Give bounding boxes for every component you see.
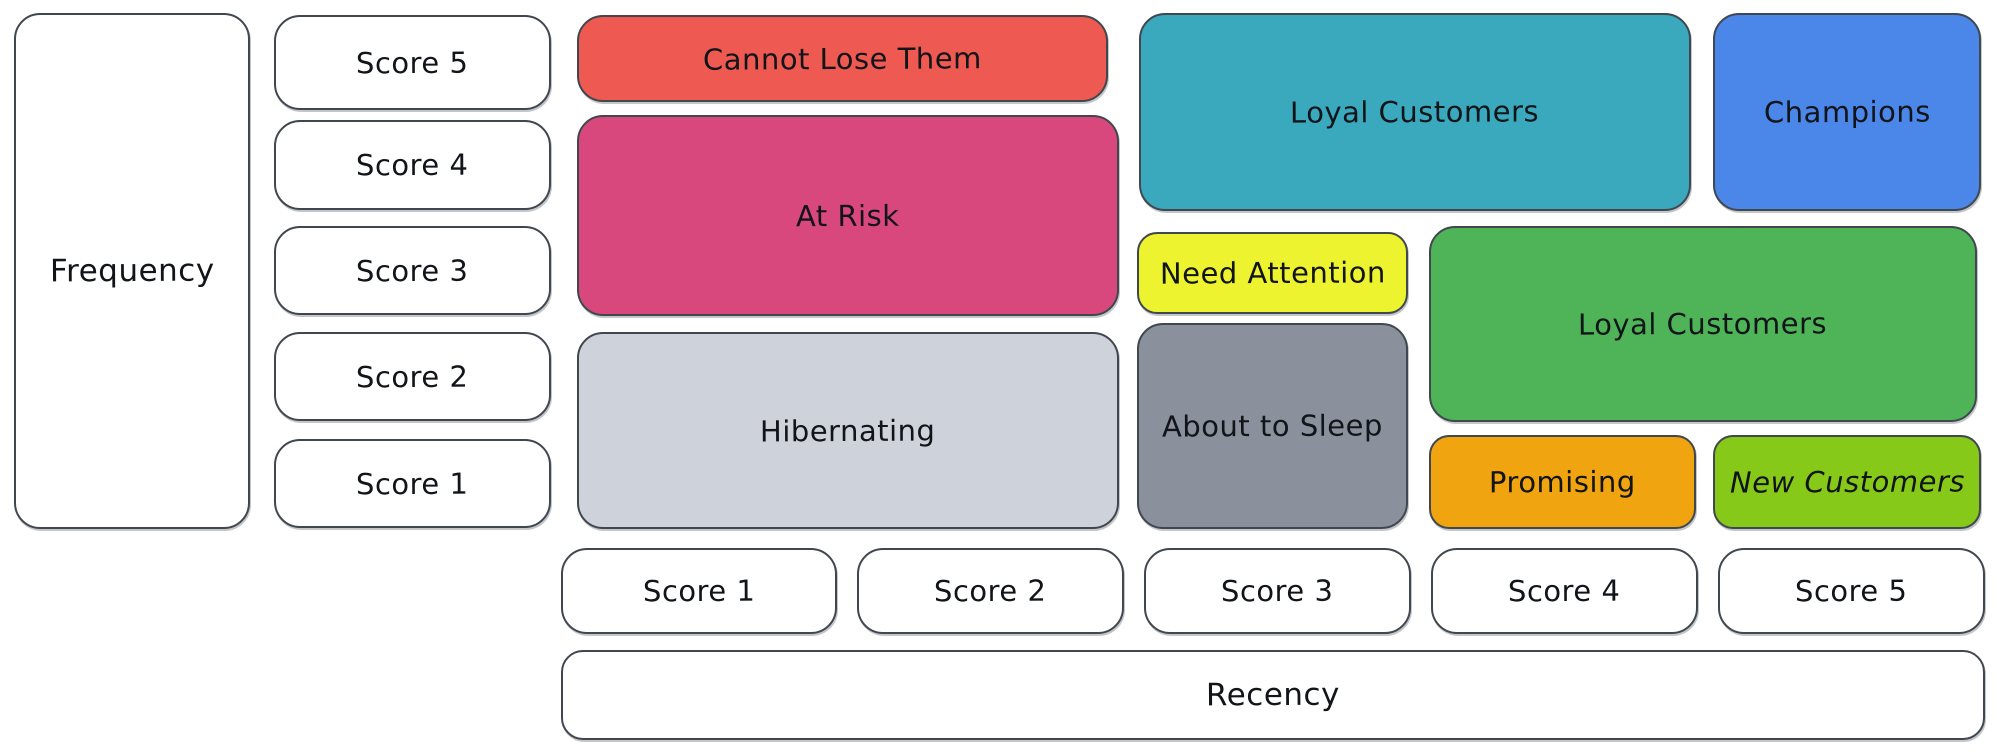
segment-loyal-customers-top-label: Loyal Customers xyxy=(1290,94,1540,130)
y-axis-score-5: Score 5 xyxy=(274,15,551,110)
segment-champions: Champions xyxy=(1713,13,1981,211)
y-axis-title-box: Frequency xyxy=(14,13,250,529)
x-axis-score-5-label: Score 5 xyxy=(1795,573,1908,609)
y-axis-score-3: Score 3 xyxy=(274,226,551,315)
segment-promising-label: Promising xyxy=(1489,464,1636,500)
segment-loyal-customers-mid-label: Loyal Customers xyxy=(1578,306,1828,342)
segment-new-customers: New Customers xyxy=(1713,435,1981,529)
segment-need-attention-label: Need Attention xyxy=(1159,255,1386,291)
segment-about-to-sleep-label: About to Sleep xyxy=(1161,408,1384,444)
segment-at-risk-label: At Risk xyxy=(796,198,900,233)
segment-cannot-lose-them-label: Cannot Lose Them xyxy=(702,40,983,77)
segment-new-customers-label: New Customers xyxy=(1729,464,1965,500)
segment-champions-label: Champions xyxy=(1763,94,1931,130)
x-axis-score-3-label: Score 3 xyxy=(1221,573,1334,609)
segment-loyal-customers-top: Loyal Customers xyxy=(1139,13,1691,211)
x-axis-score-4-label: Score 4 xyxy=(1508,573,1621,609)
segment-about-to-sleep: About to Sleep xyxy=(1137,323,1408,529)
x-axis-title-box: Recency xyxy=(561,650,1985,740)
x-axis-score-1: Score 1 xyxy=(561,548,837,634)
y-axis-score-2: Score 2 xyxy=(274,332,551,421)
x-axis-score-4: Score 4 xyxy=(1431,548,1698,634)
segment-cannot-lose-them: Cannot Lose Them xyxy=(577,15,1108,102)
segment-need-attention: Need Attention xyxy=(1137,232,1408,314)
segment-at-risk: At Risk xyxy=(577,115,1119,316)
y-axis-score-3-label: Score 3 xyxy=(356,253,469,288)
segment-hibernating-label: Hibernating xyxy=(760,413,936,448)
x-axis-score-2-label: Score 2 xyxy=(934,573,1047,609)
y-axis-score-5-label: Score 5 xyxy=(356,45,469,80)
segment-hibernating: Hibernating xyxy=(577,332,1119,529)
y-axis-score-4: Score 4 xyxy=(274,120,551,210)
x-axis-score-1-label: Score 1 xyxy=(642,573,756,609)
segment-loyal-customers-mid: Loyal Customers xyxy=(1429,226,1977,422)
y-axis-score-2-label: Score 2 xyxy=(356,359,469,394)
x-axis-score-2: Score 2 xyxy=(857,548,1124,634)
y-axis-score-1-label: Score 1 xyxy=(356,466,469,501)
x-axis-score-3: Score 3 xyxy=(1144,548,1411,634)
y-axis-score-4-label: Score 4 xyxy=(356,147,469,183)
segment-promising: Promising xyxy=(1429,435,1696,529)
x-axis-label: Recency xyxy=(1205,676,1341,714)
y-axis-score-1: Score 1 xyxy=(274,439,551,528)
x-axis-score-5: Score 5 xyxy=(1718,548,1985,634)
y-axis-label: Frequency xyxy=(49,252,215,290)
